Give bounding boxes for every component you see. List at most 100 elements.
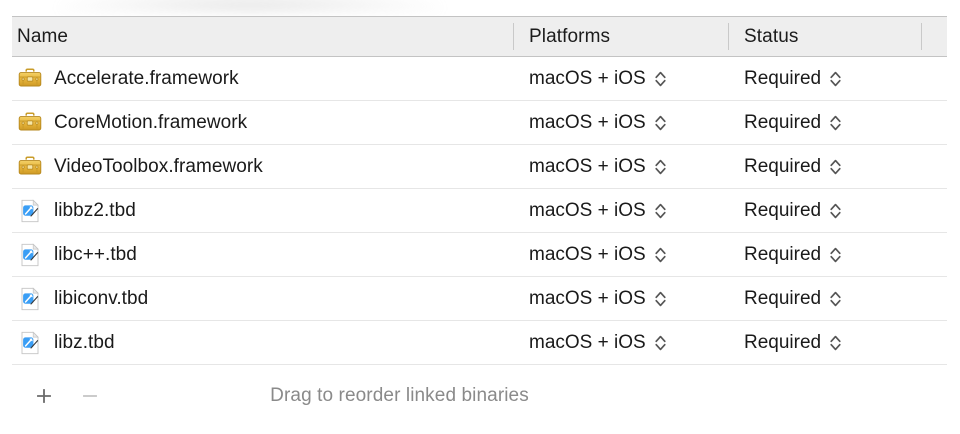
popup-chevron-updown-icon bbox=[829, 289, 842, 309]
cell-platforms[interactable]: macOS + iOS bbox=[513, 244, 728, 266]
binary-name-label: libbz2.tbd bbox=[54, 199, 136, 221]
table-header-row: Name Platforms Status bbox=[12, 16, 947, 57]
binary-name-label: libiconv.tbd bbox=[54, 287, 149, 309]
linked-binaries-panel: Name Platforms Status Accelerate.framewo… bbox=[12, 16, 947, 434]
status-value-label: Required bbox=[744, 331, 822, 353]
platforms-popup-button[interactable]: macOS + iOS bbox=[529, 332, 667, 354]
cell-name[interactable]: Accelerate.framework bbox=[12, 66, 513, 92]
popup-chevron-updown-icon bbox=[829, 245, 842, 265]
cell-name[interactable]: VideoToolbox.framework bbox=[12, 154, 513, 180]
cell-platforms[interactable]: macOS + iOS bbox=[513, 200, 728, 222]
column-divider-platforms[interactable] bbox=[513, 23, 514, 50]
popup-chevron-updown-icon bbox=[654, 113, 667, 133]
framework-toolbox-icon bbox=[18, 67, 42, 86]
remove-binary-button[interactable] bbox=[75, 381, 105, 411]
minus-icon bbox=[83, 395, 97, 397]
table-row[interactable]: VideoToolbox.framework macOS + iOS Requi… bbox=[12, 145, 947, 189]
binary-name-label: libc++.tbd bbox=[54, 243, 137, 265]
table-row[interactable]: libbz2.tbd macOS + iOS Required bbox=[12, 189, 947, 233]
column-header-name[interactable]: Name bbox=[12, 16, 513, 57]
status-popup-button[interactable]: Required bbox=[744, 288, 842, 310]
column-header-platforms-label: Platforms bbox=[529, 25, 611, 47]
platforms-value-label: macOS + iOS bbox=[529, 111, 646, 133]
plus-icon bbox=[37, 389, 51, 403]
framework-toolbox-icon bbox=[18, 111, 42, 130]
platforms-value-label: macOS + iOS bbox=[529, 67, 646, 89]
platforms-popup-button[interactable]: macOS + iOS bbox=[529, 288, 667, 310]
window-shadow-artifact bbox=[60, 0, 440, 12]
popup-chevron-updown-icon bbox=[829, 201, 842, 221]
cell-status[interactable]: Required bbox=[728, 156, 934, 178]
cell-platforms[interactable]: macOS + iOS bbox=[513, 156, 728, 178]
tbd-document-icon bbox=[21, 286, 39, 310]
status-popup-button[interactable]: Required bbox=[744, 68, 842, 90]
linked-binaries-list: Accelerate.framework macOS + iOS Require… bbox=[12, 57, 947, 365]
cell-platforms[interactable]: macOS + iOS bbox=[513, 332, 728, 354]
popup-chevron-updown-icon bbox=[654, 333, 667, 353]
add-binary-button[interactable] bbox=[29, 381, 59, 411]
platforms-popup-button[interactable]: macOS + iOS bbox=[529, 244, 667, 266]
cell-name[interactable]: libz.tbd bbox=[12, 330, 513, 356]
column-header-status-label: Status bbox=[744, 25, 799, 47]
table-row[interactable]: libc++.tbd macOS + iOS Required bbox=[12, 233, 947, 277]
status-popup-button[interactable]: Required bbox=[744, 200, 842, 222]
table-row[interactable]: CoreMotion.framework macOS + iOS Require… bbox=[12, 101, 947, 145]
popup-chevron-updown-icon bbox=[829, 157, 842, 177]
platforms-value-label: macOS + iOS bbox=[529, 155, 646, 177]
column-divider-status[interactable] bbox=[728, 23, 729, 50]
binary-name-label: CoreMotion.framework bbox=[54, 111, 248, 133]
cell-name[interactable]: libiconv.tbd bbox=[12, 286, 513, 312]
framework-toolbox-icon bbox=[18, 155, 42, 174]
table-row[interactable]: libz.tbd macOS + iOS Required bbox=[12, 321, 947, 365]
column-header-platforms[interactable]: Platforms bbox=[513, 16, 728, 57]
status-value-label: Required bbox=[744, 67, 822, 89]
status-popup-button[interactable]: Required bbox=[744, 244, 842, 266]
cell-status[interactable]: Required bbox=[728, 200, 934, 222]
column-header-status[interactable]: Status bbox=[728, 16, 934, 57]
cell-name[interactable]: CoreMotion.framework bbox=[12, 110, 513, 136]
platforms-value-label: macOS + iOS bbox=[529, 331, 646, 353]
popup-chevron-updown-icon bbox=[654, 157, 667, 177]
status-value-label: Required bbox=[744, 155, 822, 177]
popup-chevron-updown-icon bbox=[654, 245, 667, 265]
status-popup-button[interactable]: Required bbox=[744, 332, 842, 354]
status-value-label: Required bbox=[744, 111, 822, 133]
cell-status[interactable]: Required bbox=[728, 244, 934, 266]
popup-chevron-updown-icon bbox=[654, 201, 667, 221]
popup-chevron-updown-icon bbox=[829, 333, 842, 353]
platforms-value-label: macOS + iOS bbox=[529, 287, 646, 309]
column-header-name-label: Name bbox=[17, 25, 69, 47]
platforms-value-label: macOS + iOS bbox=[529, 243, 646, 265]
tbd-document-icon bbox=[21, 242, 39, 266]
platforms-value-label: macOS + iOS bbox=[529, 199, 646, 221]
platforms-popup-button[interactable]: macOS + iOS bbox=[529, 112, 667, 134]
table-row[interactable]: libiconv.tbd macOS + iOS Required bbox=[12, 277, 947, 321]
cell-platforms[interactable]: macOS + iOS bbox=[513, 288, 728, 310]
cell-status[interactable]: Required bbox=[728, 68, 934, 90]
binary-name-label: Accelerate.framework bbox=[54, 67, 239, 89]
reorder-hint-text: Drag to reorder linked binaries bbox=[270, 385, 529, 406]
cell-status[interactable]: Required bbox=[728, 112, 934, 134]
popup-chevron-updown-icon bbox=[654, 289, 667, 309]
status-value-label: Required bbox=[744, 243, 822, 265]
binary-name-label: libz.tbd bbox=[54, 331, 115, 353]
status-popup-button[interactable]: Required bbox=[744, 156, 842, 178]
platforms-popup-button[interactable]: macOS + iOS bbox=[529, 156, 667, 178]
popup-chevron-updown-icon bbox=[829, 113, 842, 133]
platforms-popup-button[interactable]: macOS + iOS bbox=[529, 68, 667, 90]
cell-platforms[interactable]: macOS + iOS bbox=[513, 68, 728, 90]
table-row[interactable]: Accelerate.framework macOS + iOS Require… bbox=[12, 57, 947, 101]
cell-status[interactable]: Required bbox=[728, 288, 934, 310]
cell-platforms[interactable]: macOS + iOS bbox=[513, 112, 728, 134]
status-popup-button[interactable]: Required bbox=[744, 112, 842, 134]
cell-name[interactable]: libc++.tbd bbox=[12, 242, 513, 268]
tbd-document-icon bbox=[21, 330, 39, 354]
cell-status[interactable]: Required bbox=[728, 332, 934, 354]
cell-name[interactable]: libbz2.tbd bbox=[12, 198, 513, 224]
column-divider-trailing[interactable] bbox=[921, 23, 922, 50]
platforms-popup-button[interactable]: macOS + iOS bbox=[529, 200, 667, 222]
popup-chevron-updown-icon bbox=[829, 69, 842, 89]
binary-name-label: VideoToolbox.framework bbox=[54, 155, 263, 177]
tbd-document-icon bbox=[21, 198, 39, 222]
list-toolbar: Drag to reorder linked binaries bbox=[12, 365, 947, 427]
